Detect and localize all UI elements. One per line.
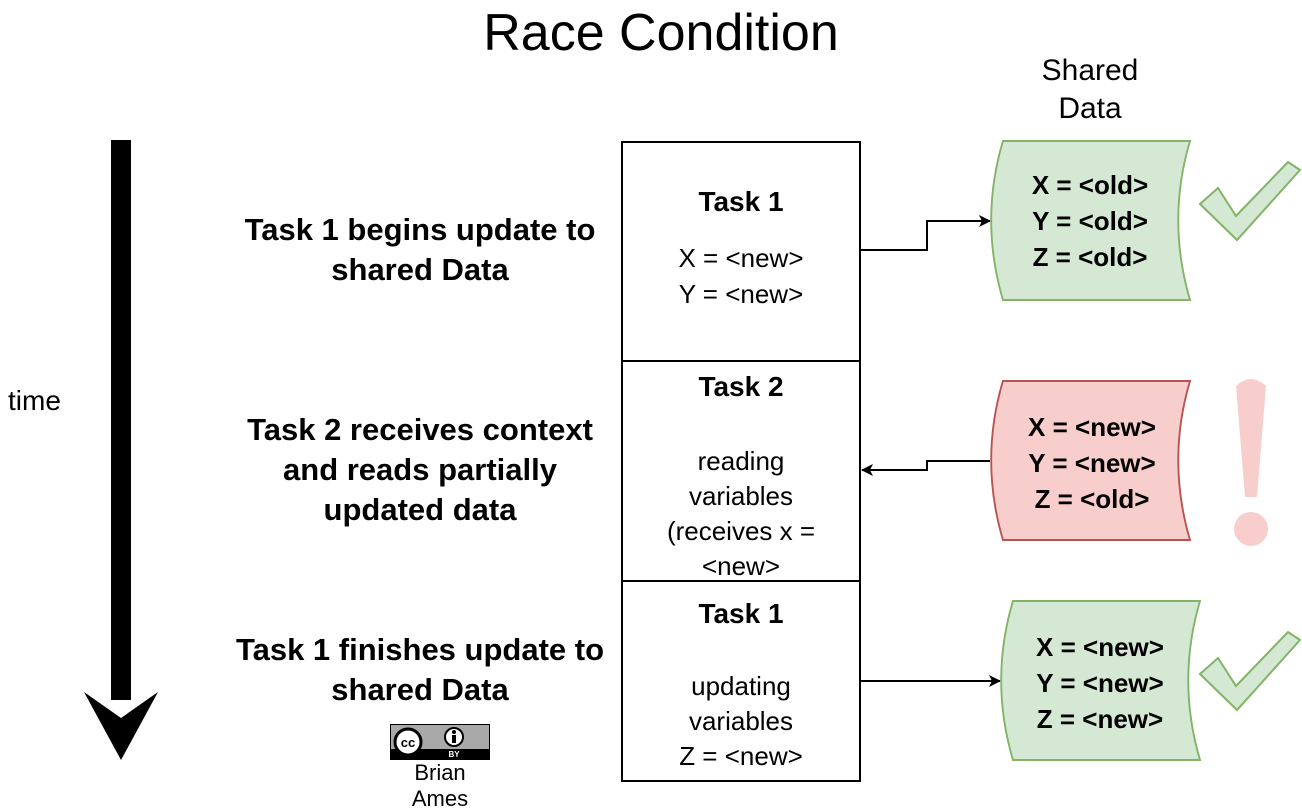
task-box-1-title: Task 1	[698, 186, 784, 217]
task-box-1-body: X = <new> Y = <new>	[678, 243, 804, 309]
check-mark-icon	[1198, 160, 1302, 242]
diagram-title: Race Condition	[483, 4, 839, 62]
task-box-1: Task 1 X = <new> Y = <new>	[621, 141, 861, 362]
check-mark-shape-2	[1198, 630, 1302, 712]
time-label: time	[8, 385, 61, 416]
time-arrow	[84, 140, 158, 760]
task-box-3: Task 1 updating variables Z = <new>	[621, 580, 861, 782]
check-mark-shape	[1198, 160, 1302, 242]
cc-icon	[393, 727, 423, 757]
cc-license-badge: cc BY	[390, 724, 490, 760]
cc-badge-by: BY	[448, 750, 460, 759]
exclamation-dot	[1234, 512, 1268, 546]
shared-data-box-1	[990, 140, 1192, 301]
exclamation-bar	[1236, 379, 1266, 497]
shared-data-shape-3	[1000, 600, 1202, 761]
arrow-data-to-task2	[861, 460, 990, 476]
exclamation-icon	[1234, 379, 1268, 546]
time-arrow-shaft	[111, 140, 131, 700]
shared-data-shape-1	[990, 140, 1192, 301]
task-box-3-body: updating variables Z = <new>	[679, 671, 803, 771]
time-arrow-head	[84, 692, 158, 760]
shared-data-values-2: X = <new> Y = <new> Z = <old>	[1028, 412, 1156, 514]
task-box-2-body: reading variables (receives x = <new>	[666, 446, 816, 581]
shared-data-shape-2	[990, 380, 1192, 541]
step-1-description: Task 1 begins update to shared Data	[244, 212, 596, 287]
shared-data-label: Shared Data	[1041, 54, 1139, 125]
shared-data-box-3	[1000, 600, 1202, 761]
shared-data-values-1: X = <old> Y = <old> Z = <old>	[1031, 170, 1149, 272]
step-3-description: Task 1 finishes update to shared Data	[235, 632, 605, 707]
task-box-3-title: Task 1	[698, 598, 784, 629]
check-mark-icon-2	[1198, 630, 1302, 712]
arrow-task1-to-data	[861, 215, 991, 251]
shared-data-values-3: X = <new> Y = <new> Z = <new>	[1036, 632, 1164, 734]
shared-data-box-2	[990, 380, 1192, 541]
license-author: Brian Ames	[411, 760, 469, 811]
cc-badge-graphic: cc BY	[391, 727, 489, 759]
task-box-2-title: Task 2	[698, 371, 784, 402]
task-box-2: Task 2 reading variables (receives x = <…	[621, 360, 861, 582]
step-2-description: Task 2 receives context and reads partia…	[247, 412, 593, 527]
svg-text:cc: cc	[401, 735, 415, 750]
